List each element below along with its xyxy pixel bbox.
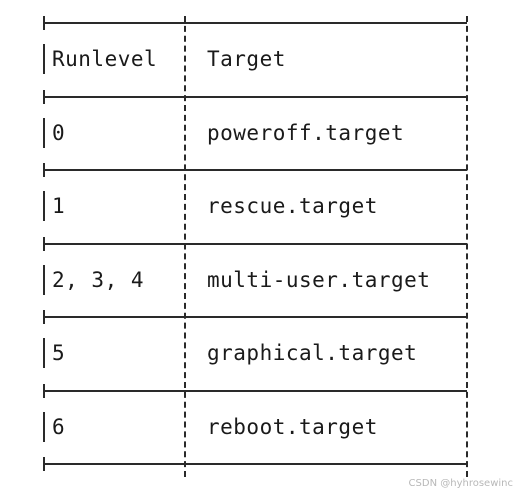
table-row-divider <box>43 316 467 318</box>
watermark-text: CSDN @hyhrosewinc <box>408 478 513 489</box>
table-corner-tick <box>43 237 45 251</box>
table-border-top <box>43 22 467 24</box>
table-border-left <box>43 118 45 148</box>
header-target: Target <box>207 47 286 71</box>
table-corner-tick <box>43 163 45 177</box>
table-row-divider <box>43 243 467 245</box>
table-cell-target: graphical.target <box>207 341 418 365</box>
table-cell-target: multi-user.target <box>207 268 431 292</box>
table-corner-tick <box>43 16 45 30</box>
table-border-left <box>43 265 45 295</box>
table-cell-runlevel: 0 <box>52 121 66 145</box>
table-corner-tick <box>43 384 45 398</box>
table-cell-target: poweroff.target <box>207 121 405 145</box>
table-cell-runlevel: 5 <box>52 341 66 365</box>
table-border-right <box>466 16 468 477</box>
header-runlevel: Runlevel <box>52 47 158 71</box>
table-border-left <box>43 338 45 368</box>
table-column-separator <box>184 16 186 477</box>
table-row-divider <box>43 169 467 171</box>
table-border-left <box>43 44 45 74</box>
table-cell-runlevel: 6 <box>52 415 66 439</box>
table-corner-tick <box>43 457 45 471</box>
table-cell-runlevel: 1 <box>52 194 66 218</box>
table-border-left <box>43 412 45 442</box>
table-corner-tick <box>43 90 45 104</box>
table-border-left <box>43 191 45 221</box>
table-cell-target: reboot.target <box>207 415 378 439</box>
table-cell-runlevel: 2, 3, 4 <box>52 268 145 292</box>
table-row-divider <box>43 96 467 98</box>
table-cell-target: rescue.target <box>207 194 378 218</box>
table-border-bottom <box>43 463 467 465</box>
table-row-divider <box>43 390 467 392</box>
table-corner-tick <box>43 310 45 324</box>
